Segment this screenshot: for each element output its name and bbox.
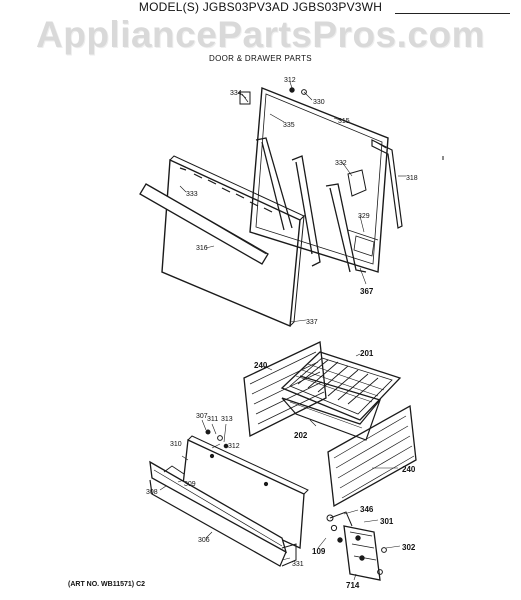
callout-332: 332	[335, 160, 347, 167]
callout-331: 331	[292, 561, 304, 568]
callout-109: 109	[312, 547, 326, 556]
section-title: DOOR & DRAWER PARTS	[209, 54, 312, 63]
callout-201: 201	[360, 349, 374, 358]
callout-330: 330	[313, 99, 325, 106]
oven-door-panel	[161, 155, 305, 328]
header: MODEL(S) JGBS03PV3AD JGBS03PV3WH	[0, 0, 521, 14]
callout-334: 334	[230, 90, 242, 97]
callout-329: 329	[358, 213, 370, 220]
drawer-side-right	[327, 404, 417, 508]
callout-240-right: 240	[402, 465, 416, 474]
callout-346: 346	[360, 505, 374, 514]
callout-316: 316	[196, 245, 208, 252]
callout-315: 315	[338, 118, 350, 125]
callout-307: 307	[196, 413, 208, 420]
callout-313: 313	[221, 416, 233, 423]
callout-333: 333	[186, 191, 198, 198]
callout-337: 337	[306, 319, 318, 326]
drawer-handle	[149, 460, 288, 554]
callout-318: 318	[406, 175, 418, 182]
callout-311: 311	[207, 416, 218, 423]
callout-312: 312	[284, 77, 296, 84]
watermark: AppliancePartsPros.com	[36, 14, 485, 55]
callout-306: 306	[198, 537, 210, 544]
door-handle	[139, 183, 269, 265]
callout-367: 367	[360, 287, 374, 296]
callout-302: 302	[402, 543, 416, 552]
leader-lines-door	[179, 81, 406, 323]
drawer-glide-assembly	[326, 511, 387, 581]
drawer-front	[181, 435, 309, 549]
door-hinge-part	[371, 139, 403, 229]
callout-309: 309	[184, 481, 196, 488]
model-numbers: MODEL(S) JGBS03PV3AD JGBS03PV3WH	[138, 0, 383, 14]
callout-714: 714	[346, 581, 360, 590]
callout-301: 301	[380, 517, 394, 526]
hinge-arms	[255, 137, 367, 273]
door-liner	[249, 87, 389, 273]
callout-310: 310	[170, 441, 182, 448]
callout-308: 308	[146, 489, 158, 496]
callout-335: 335	[283, 122, 295, 129]
callout-202: 202	[294, 431, 308, 440]
drawer-trim	[149, 479, 297, 567]
callout-312-drawer: 312	[228, 443, 240, 450]
leader-lines-drawer	[159, 353, 401, 581]
art-number: (ART NO. WB11571) C2	[68, 581, 146, 588]
callout-240-left: 240	[254, 361, 268, 370]
small-clips-top	[239, 87, 367, 197]
drawer-hardware	[205, 429, 229, 449]
drawer-side-left	[243, 341, 327, 438]
broiler-drip-pan	[281, 375, 382, 441]
header-rule	[395, 13, 510, 14]
broiler-pan	[280, 351, 402, 421]
